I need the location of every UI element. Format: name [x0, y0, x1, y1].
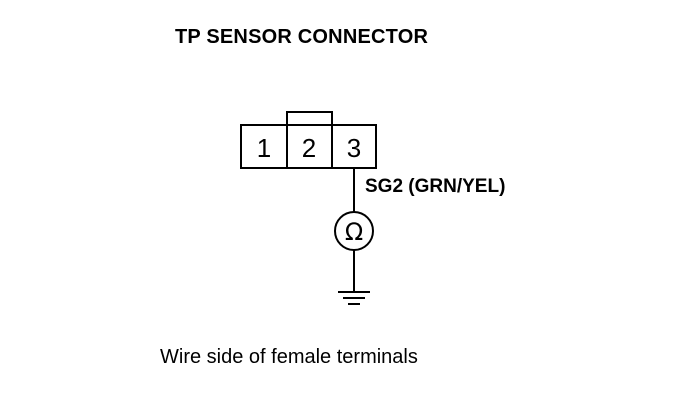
connector-housing: [240, 124, 377, 169]
ground-icon: [338, 291, 370, 305]
ohm-symbol-icon: Ω: [345, 218, 363, 246]
diagram-title: TP SENSOR CONNECTOR: [175, 26, 429, 48]
terminal-2-label: 2: [302, 133, 316, 163]
diagram-caption: Wire side of female terminals: [160, 346, 418, 368]
terminal-3-label: 3: [347, 133, 361, 163]
connector-lock-tab: [286, 111, 333, 125]
terminal-1-label: 1: [257, 133, 271, 163]
wire-label: SG2 (GRN/YEL): [365, 176, 506, 197]
